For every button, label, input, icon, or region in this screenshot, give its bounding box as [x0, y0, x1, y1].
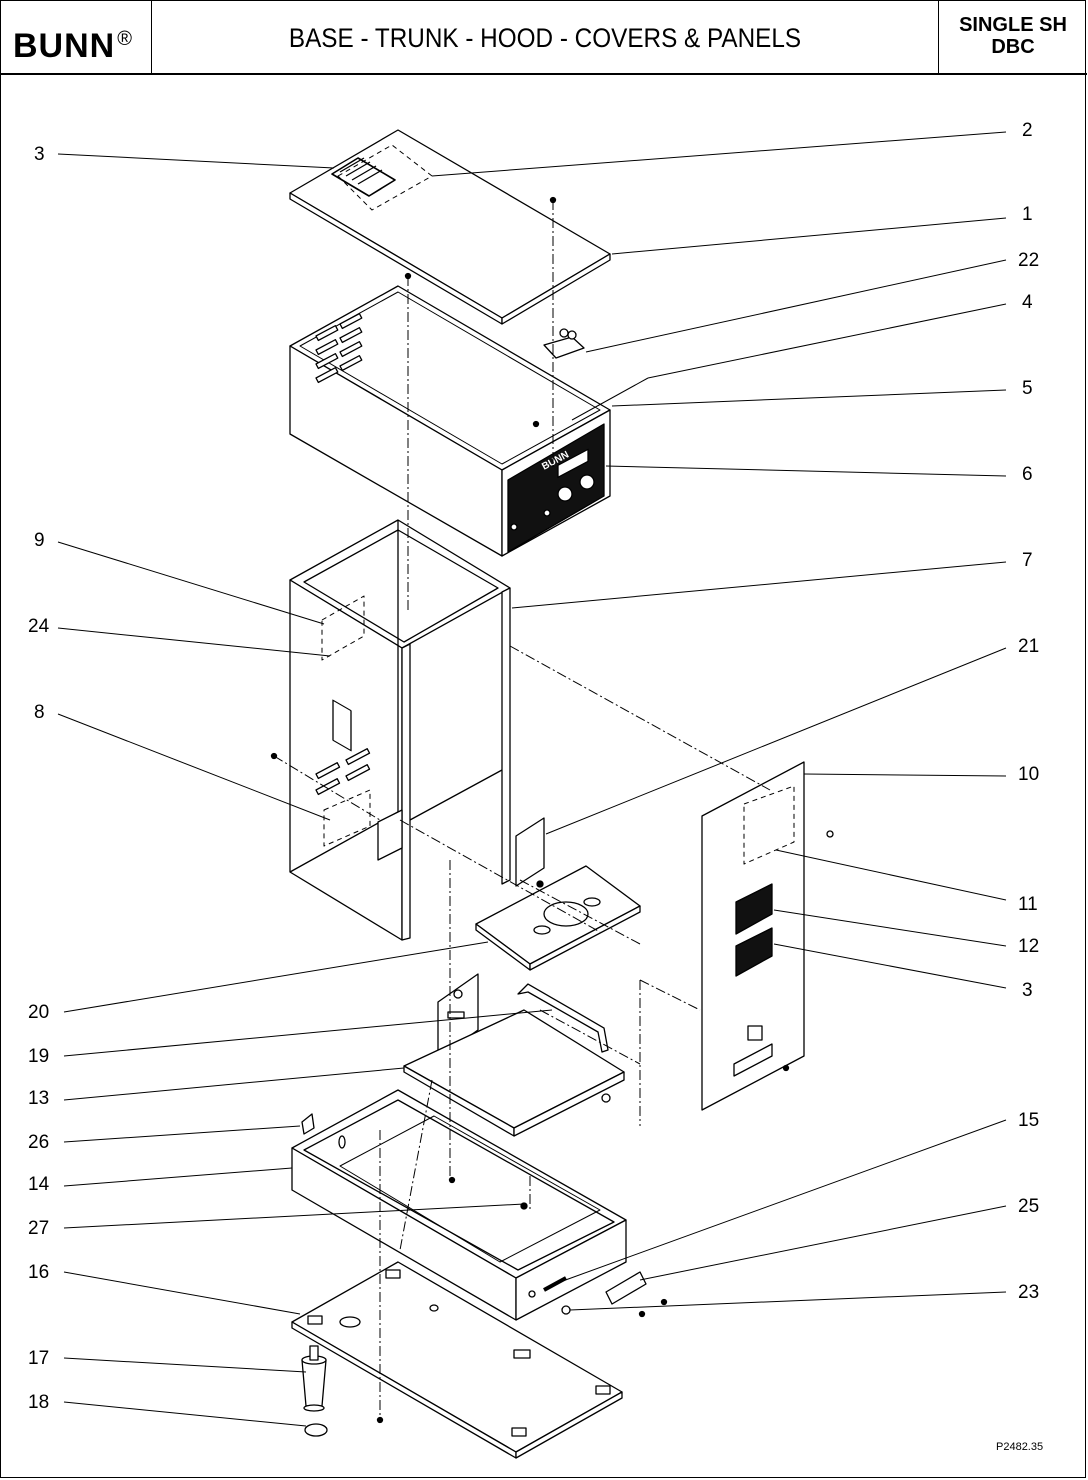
model-line-2: DBC [991, 36, 1035, 58]
callout-3-side: 3 [1022, 980, 1033, 1001]
callout-11: 11 [1018, 894, 1038, 915]
grommet-23 [561, 1305, 571, 1315]
callout-labels: 1 2 3 22 4 5 6 7 9 24 8 21 10 11 12 3 20… [28, 120, 1039, 1413]
plate-20 [475, 865, 641, 971]
callout-5: 5 [1022, 378, 1033, 399]
callout-27: 27 [28, 1218, 49, 1239]
brand-name: BUNN [13, 27, 116, 65]
trunk-frame [289, 519, 511, 941]
callout-20: 20 [28, 1002, 49, 1023]
top-cover [289, 129, 611, 325]
callout-25: 25 [1018, 1196, 1039, 1217]
callout-3-top: 3 [34, 144, 45, 165]
callout-18: 18 [28, 1392, 49, 1413]
registered-mark: ® [117, 28, 133, 50]
callout-8: 8 [34, 702, 45, 723]
model-designation: SINGLE SH DBC [938, 1, 1087, 73]
callout-24: 24 [28, 616, 50, 637]
base-14 [291, 1089, 627, 1321]
hood-assembly: BUNN [289, 285, 611, 557]
page-title: BASE - TRUNK - HOOD - COVERS & PANELS [288, 23, 802, 53]
side-panel-10 [701, 761, 834, 1111]
callout-19: 19 [28, 1046, 49, 1067]
callout-7: 7 [1022, 550, 1033, 571]
callout-6: 6 [1022, 464, 1033, 485]
callout-26: 26 [28, 1132, 49, 1153]
callout-12: 12 [1018, 936, 1039, 957]
callout-9: 9 [34, 530, 45, 551]
screws [270, 196, 790, 1424]
bottom-plate-16 [291, 1261, 623, 1459]
header-bar: BUNN® BASE - TRUNK - HOOD - COVERS & PAN… [1, 1, 1087, 75]
callout-17: 17 [28, 1348, 49, 1369]
drawing-number: P2482.35 [996, 1441, 1044, 1453]
callout-22: 22 [1018, 250, 1039, 271]
foot-pad-18 [304, 1423, 328, 1437]
assembly-lines [273, 200, 771, 1420]
leg-17 [301, 1345, 327, 1412]
callout-10: 10 [1018, 764, 1039, 785]
callout-14: 14 [28, 1174, 50, 1195]
brand-logo: BUNN® [1, 1, 152, 73]
bracket-21 [515, 817, 545, 887]
callout-16: 16 [28, 1262, 49, 1283]
callout-21: 21 [1018, 636, 1039, 657]
plate-25 [605, 1271, 647, 1305]
model-line-1: SINGLE SH [959, 14, 1067, 36]
callout-23: 23 [1018, 1282, 1039, 1303]
callout-1: 1 [1022, 204, 1033, 225]
callout-4: 4 [1022, 292, 1033, 313]
callout-2: 2 [1022, 120, 1033, 141]
callout-15: 15 [1018, 1110, 1039, 1131]
callout-13: 13 [28, 1088, 49, 1109]
leader-lines [57, 131, 1007, 1427]
